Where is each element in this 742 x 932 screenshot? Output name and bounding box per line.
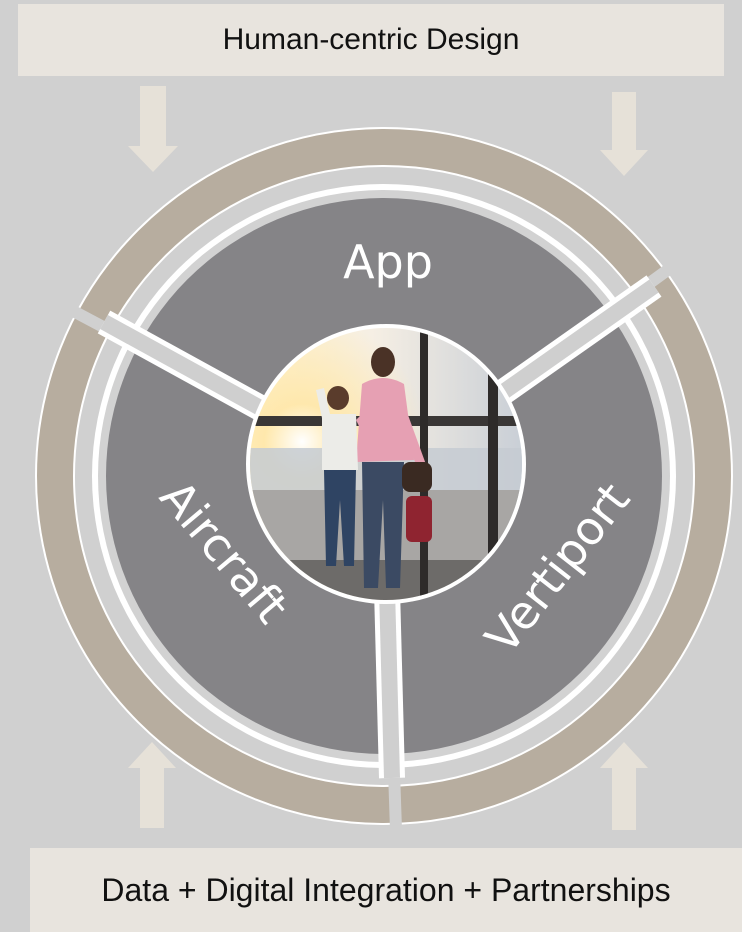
outer-ring bbox=[37, 129, 731, 823]
bottom-banner-label: Data + Digital Integration + Partnership… bbox=[101, 871, 671, 908]
bottom-banner: Data + Digital Integration + Partnership… bbox=[30, 848, 742, 932]
arrow-up-right bbox=[600, 742, 648, 830]
top-banner: Human-centric Design bbox=[18, 4, 724, 76]
arrow-down-left bbox=[128, 86, 178, 172]
top-banner-label: Human-centric Design bbox=[222, 23, 520, 56]
segment-app-label: App bbox=[343, 235, 433, 289]
arrow-down-right bbox=[600, 92, 648, 176]
arrow-up-left bbox=[128, 742, 176, 828]
